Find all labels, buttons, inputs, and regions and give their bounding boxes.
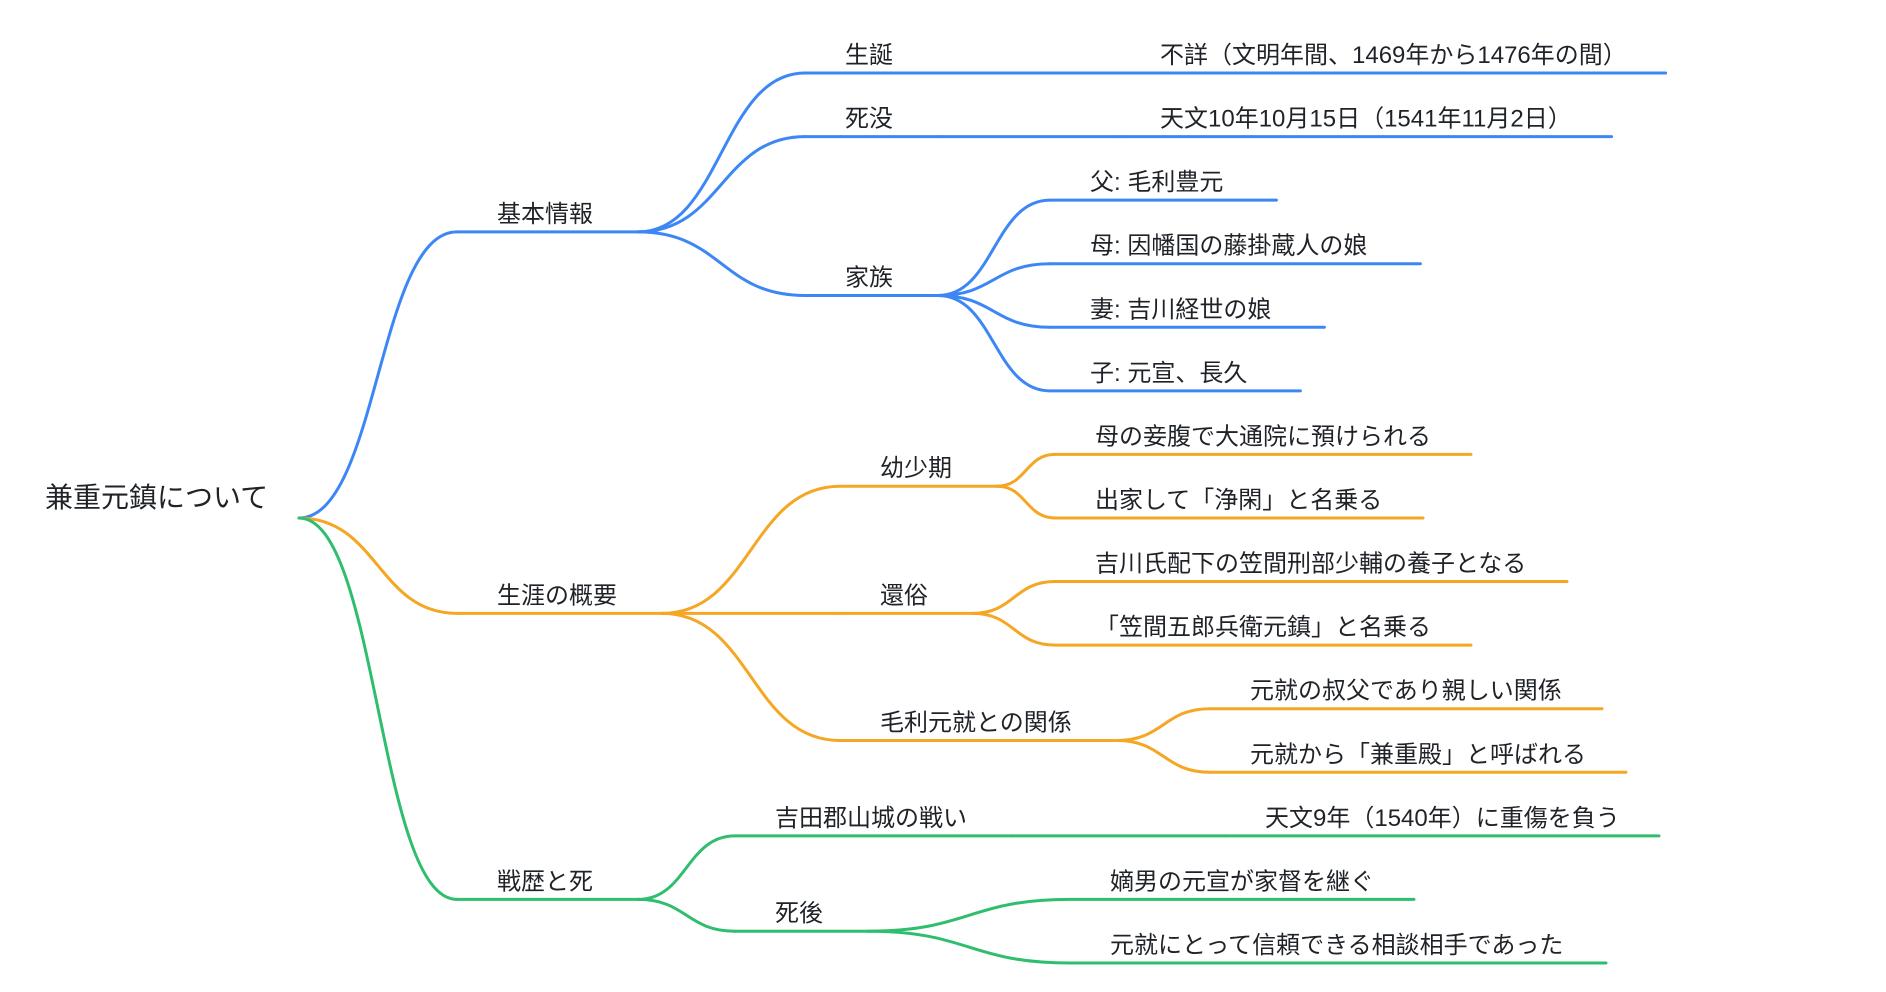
- node-label: 元就から「兼重殿」と呼ばれる: [1250, 741, 1586, 768]
- mindmap-node[interactable]: 幼少期: [838, 455, 999, 488]
- node-label: 妻: 吉川経世の娘: [1090, 296, 1271, 323]
- branch-link: [866, 929, 1072, 965]
- branch-link: [936, 198, 1052, 297]
- node-label: 母の妾腹で大通院に預けられる: [1095, 423, 1431, 450]
- mindmap-node[interactable]: 元就にとって信頼できる相談相手であった: [1068, 932, 1608, 965]
- mindmap-node[interactable]: 戦歴と死: [455, 868, 640, 901]
- branch-link: [297, 230, 459, 520]
- node-label: 天文10年10月15日（1541年11月2日）: [1160, 106, 1572, 133]
- mindmap-node[interactable]: 吉田郡山城の戦い: [733, 805, 1014, 838]
- mindmap-node[interactable]: 家族: [803, 264, 940, 297]
- branch-link: [636, 71, 807, 234]
- node-label: 元就の叔父であり親しい関係: [1250, 678, 1562, 705]
- mindmap-node[interactable]: 死後: [733, 900, 870, 933]
- node-label: 天文9年（1540年）に重傷を負う: [1265, 805, 1620, 832]
- mindmap-node[interactable]: 「笠間五郎兵衛元鎮」と名乗る: [1053, 614, 1473, 647]
- mindmap-node[interactable]: 基本情報: [455, 201, 640, 234]
- branch-link: [1115, 738, 1212, 774]
- node-label: 元就にとって信頼できる相談相手であった: [1110, 932, 1563, 959]
- mindmap-node[interactable]: 吉川氏配下の笠間刑部少輔の養子となる: [1053, 551, 1569, 584]
- node-label: 不詳（文明年間、1469年から1476年の間）: [1160, 42, 1627, 69]
- branch-link: [660, 484, 842, 615]
- branch-link: [636, 135, 807, 234]
- branch-link: [936, 262, 1052, 297]
- branch-link: [297, 516, 459, 615]
- mindmap-root-node[interactable]: 兼重元鎮について: [45, 482, 268, 513]
- node-label: 幼少期: [880, 455, 952, 482]
- node-label: 生涯の概要: [497, 582, 617, 609]
- branch-link: [995, 484, 1057, 520]
- mindmap-node[interactable]: 生涯の概要: [455, 582, 664, 615]
- node-label: 子: 元宣、長久: [1090, 360, 1247, 387]
- node-label: 毛利元就との関係: [880, 709, 1072, 736]
- mindmap-node[interactable]: 不詳（文明年間、1469年から1476年の間）: [1118, 42, 1668, 75]
- mindmap-node[interactable]: 死没: [803, 106, 940, 139]
- branch-link: [660, 611, 842, 742]
- node-label: 還俗: [880, 582, 928, 609]
- node-label: 吉田郡山城の戦い: [775, 805, 967, 832]
- mindmap-node[interactable]: 子: 元宣、長久: [1048, 360, 1302, 393]
- mindmap-node[interactable]: 元就の叔父であり親しい関係: [1208, 678, 1604, 711]
- node-label: 死後: [775, 900, 823, 927]
- branch-link: [971, 580, 1057, 615]
- node-label: 基本情報: [497, 201, 593, 228]
- mindmap-node[interactable]: 母の妾腹で大通院に預けられる: [1053, 423, 1473, 456]
- node-label: 吉川氏配下の笠間刑部少輔の養子となる: [1095, 551, 1526, 578]
- branch-link: [1115, 707, 1212, 742]
- node-label: 家族: [845, 264, 893, 291]
- branch-link: [636, 230, 807, 297]
- mindmap-node[interactable]: 元就から「兼重殿」と呼ばれる: [1208, 741, 1628, 774]
- branch-link: [866, 897, 1072, 933]
- mindmap-node[interactable]: 還俗: [838, 582, 975, 615]
- node-label: 死没: [845, 106, 893, 133]
- mindmap-node[interactable]: 毛利元就との関係: [838, 709, 1119, 742]
- branch-link: [995, 452, 1057, 488]
- mindmap-node[interactable]: 嫡男の元宣が家督を継ぐ: [1068, 868, 1416, 901]
- branch-link: [936, 293, 1052, 329]
- node-label: 母: 因幡国の藤掛蔵人の娘: [1090, 233, 1367, 260]
- node-label: 生誕: [845, 42, 893, 69]
- mindmap-node[interactable]: 父: 毛利豊元: [1048, 169, 1278, 202]
- branch-link: [297, 516, 459, 901]
- node-label: 嫡男の元宣が家督を継ぐ: [1110, 868, 1374, 895]
- branch-link: [636, 897, 737, 933]
- mindmap-node[interactable]: 母: 因幡国の藤掛蔵人の娘: [1048, 233, 1422, 266]
- branch-link: [971, 611, 1057, 647]
- node-label: 「笠間五郎兵衛元鎮」と名乗る: [1095, 614, 1431, 641]
- mindmap-node[interactable]: 生誕: [803, 42, 940, 75]
- node-label: 戦歴と死: [497, 868, 593, 895]
- node-label: 父: 毛利豊元: [1090, 169, 1223, 196]
- mindmap-node[interactable]: 出家して「浄閑」と名乗る: [1053, 487, 1425, 520]
- branch-link: [636, 834, 737, 901]
- mindmap-node[interactable]: 天文9年（1540年）に重傷を負う: [1223, 805, 1661, 838]
- node-label: 兼重元鎮について: [45, 482, 268, 513]
- mindmap-node[interactable]: 天文10年10月15日（1541年11月2日）: [1118, 106, 1614, 139]
- mindmap-node[interactable]: 妻: 吉川経世の娘: [1048, 296, 1326, 329]
- branch-link: [936, 293, 1052, 393]
- node-label: 出家して「浄閑」と名乗る: [1095, 487, 1382, 514]
